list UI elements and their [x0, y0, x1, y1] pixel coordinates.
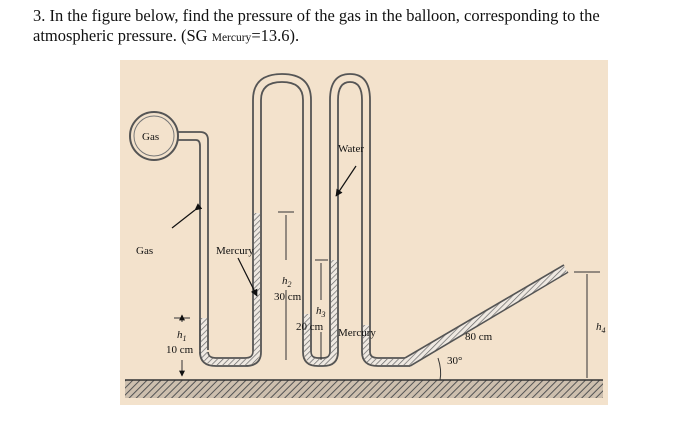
angle-label: 30°: [447, 355, 462, 367]
ground: [125, 380, 603, 398]
h1-label: h1: [177, 329, 187, 343]
incline-mercury: [405, 266, 567, 365]
water-label: Water: [338, 143, 364, 155]
incline-length-label: 80 cm: [465, 331, 493, 343]
h4-label: h4: [596, 321, 606, 335]
manometer-figure: Gas: [120, 60, 608, 405]
question-tail: =13.6).: [251, 26, 300, 45]
h1-value: 10 cm: [166, 344, 194, 356]
water-arrow: [335, 165, 357, 197]
h3-value: 20 cm: [296, 321, 324, 333]
gas-arrow-label: Gas: [136, 245, 153, 257]
mercury-right-label: Mercury: [338, 327, 376, 339]
gas-arrow: [171, 203, 203, 229]
question-body: In the figure below, find the pressure o…: [33, 6, 600, 45]
question-number: 3.: [33, 6, 46, 25]
gas-balloon-label: Gas: [142, 131, 159, 143]
mercury-left-arrow: [237, 257, 258, 297]
question-subscript: Mercury: [211, 32, 252, 44]
h3-label: h3: [316, 305, 326, 319]
manometer-diagram: Gas: [125, 73, 606, 398]
mercury-left-label: Mercury: [216, 245, 254, 257]
h2-value: 30 cm: [274, 291, 302, 303]
h2-label: h2: [282, 275, 292, 289]
question-text: 3. In the figure below, find the pressur…: [33, 6, 683, 48]
gas-balloon: [129, 111, 179, 161]
